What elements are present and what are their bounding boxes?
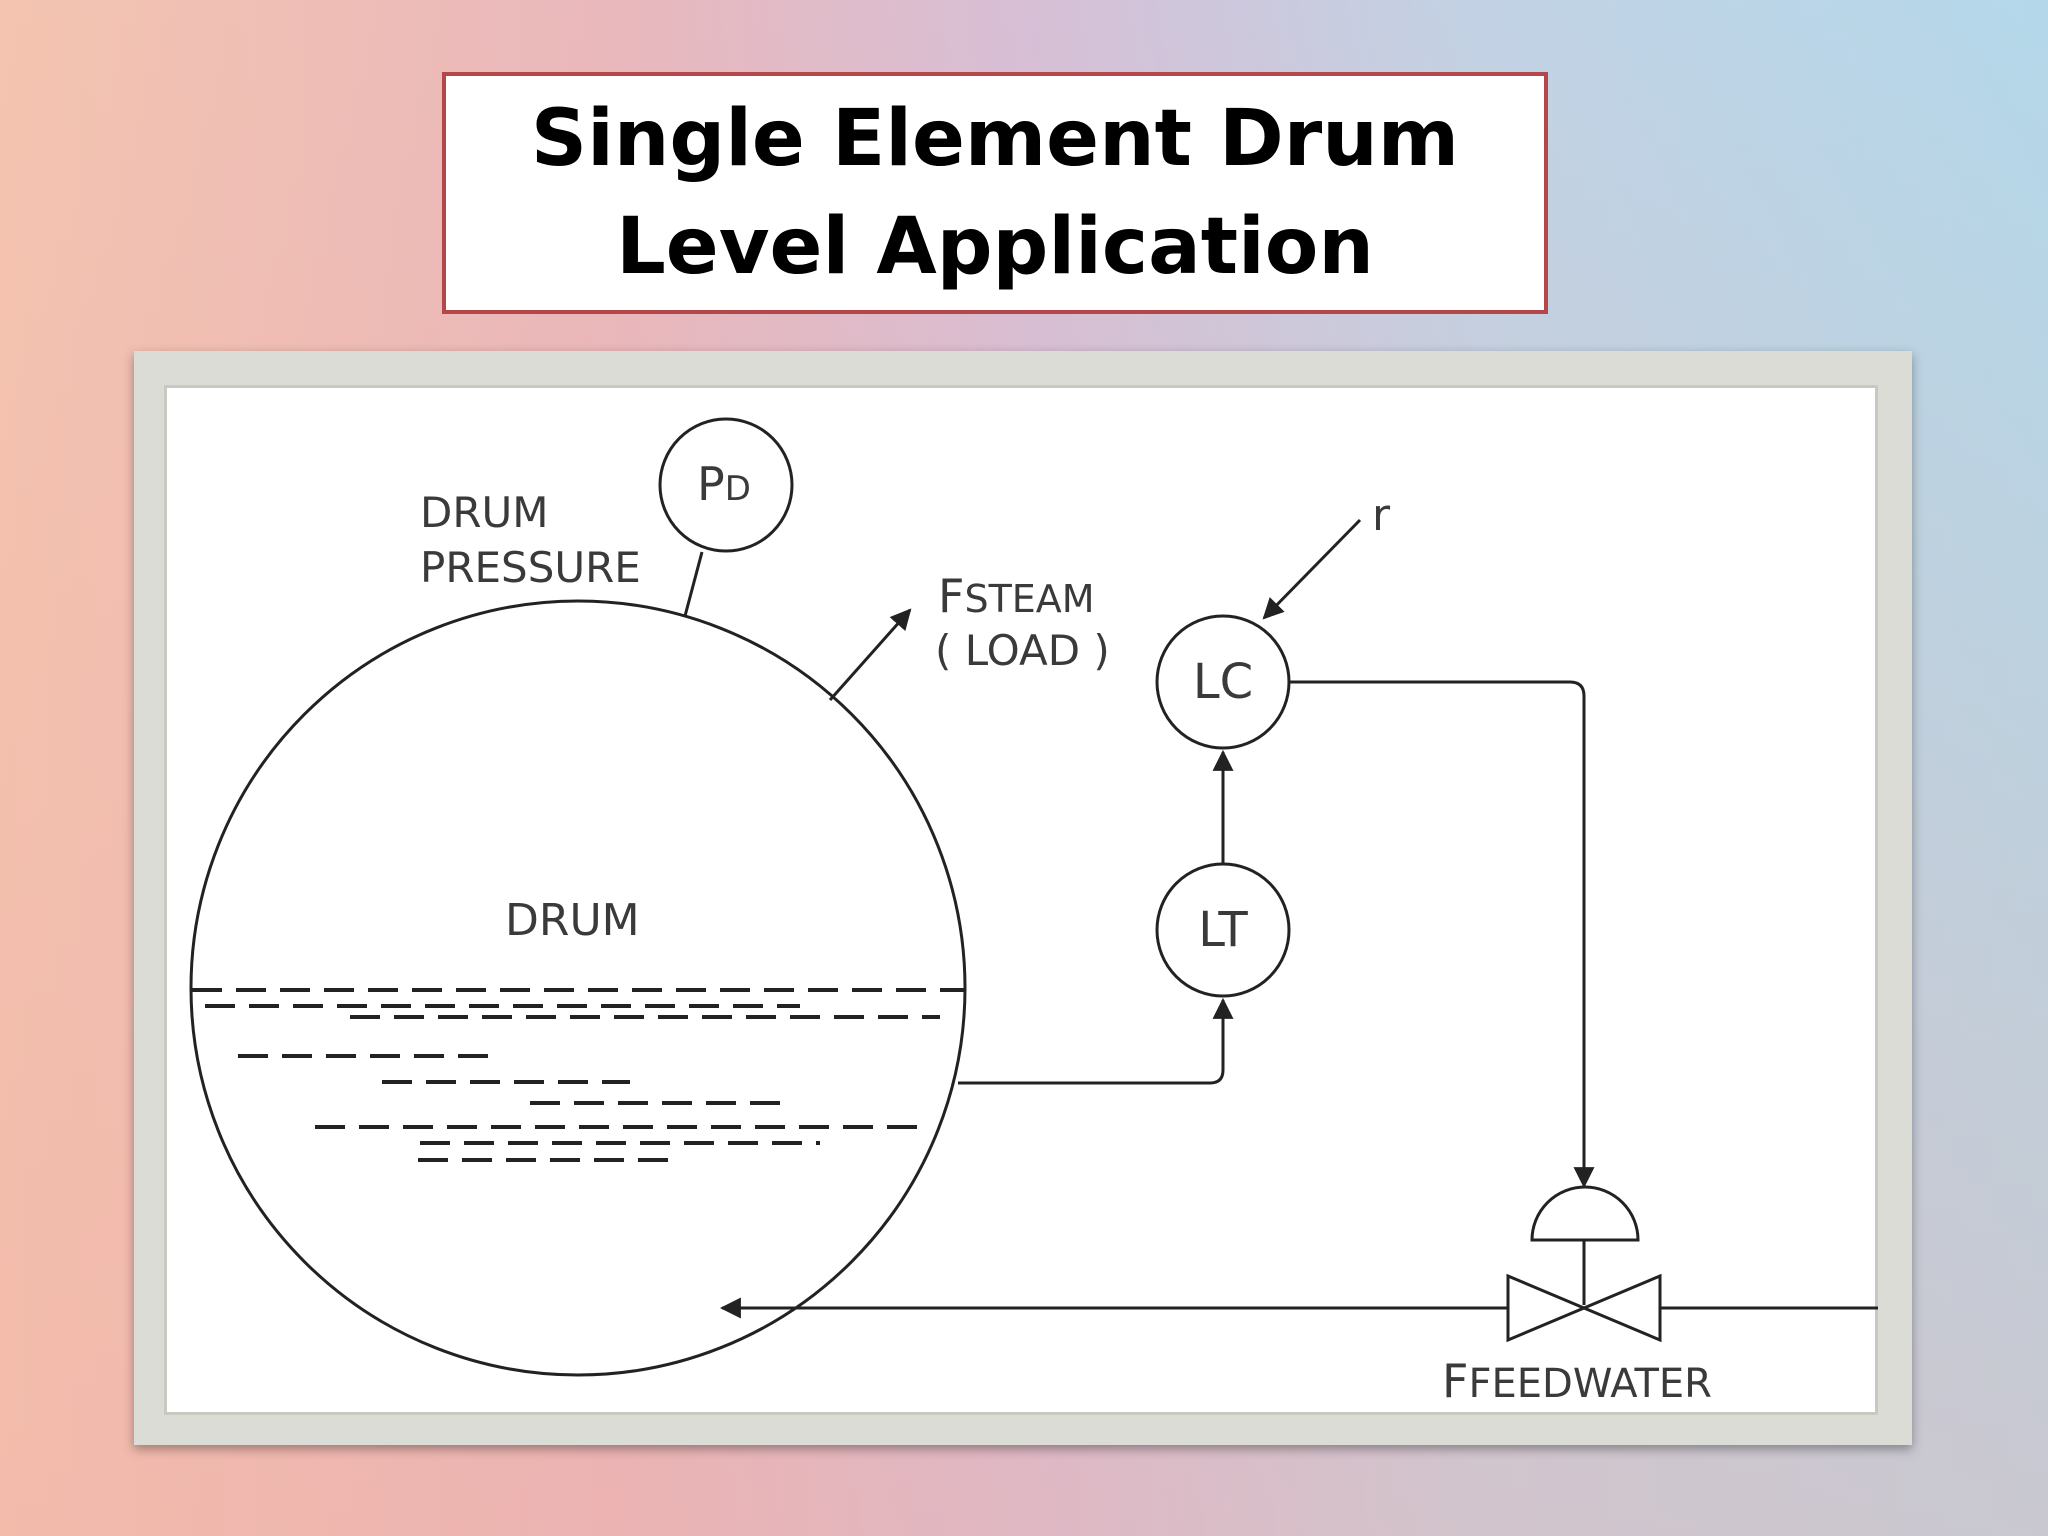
lc-label: LC — [1193, 654, 1253, 710]
steam-outlet-arrow — [828, 608, 912, 701]
title-box: Single Element Drum Level Application — [442, 72, 1548, 314]
lc-to-valve-signal — [1289, 680, 1595, 1189]
diagram-canvas — [164, 385, 1878, 1415]
setpoint-arrow — [1262, 518, 1362, 620]
steam-load-label: ( LOAD ) — [935, 626, 1110, 675]
drum-pressure-line1: DRUM — [420, 488, 549, 537]
diagram-frame — [134, 351, 1912, 1445]
page-title: Single Element Drum Level Application — [530, 94, 1460, 292]
pd-connection-line — [683, 551, 704, 617]
feedwater-sub: FEEDWATER — [1468, 1361, 1711, 1407]
feedwater-label: FFEEDWATER — [1442, 1354, 1712, 1408]
drum-pressure-line2: PRESSURE — [420, 543, 641, 592]
steam-flow-label: FSTEAM — [938, 569, 1095, 623]
setpoint-label: r — [1372, 490, 1391, 541]
valve-actuator — [1530, 1185, 1640, 1242]
feedwater-main: F — [1442, 1354, 1468, 1408]
pd-main: P — [697, 457, 725, 511]
lt-label: LT — [1198, 902, 1248, 958]
steam-sub: STEAM — [964, 577, 1094, 621]
pd-label: PD — [697, 457, 751, 511]
drum-to-lt-line — [958, 997, 1234, 1085]
pd-sub: D — [725, 469, 751, 509]
pd-instrument-bubble — [658, 417, 794, 553]
steam-main: F — [938, 569, 964, 623]
drum-label: DRUM — [505, 895, 640, 946]
water-level-dashes — [192, 988, 965, 1162]
control-valve-body — [1506, 1273, 1662, 1343]
